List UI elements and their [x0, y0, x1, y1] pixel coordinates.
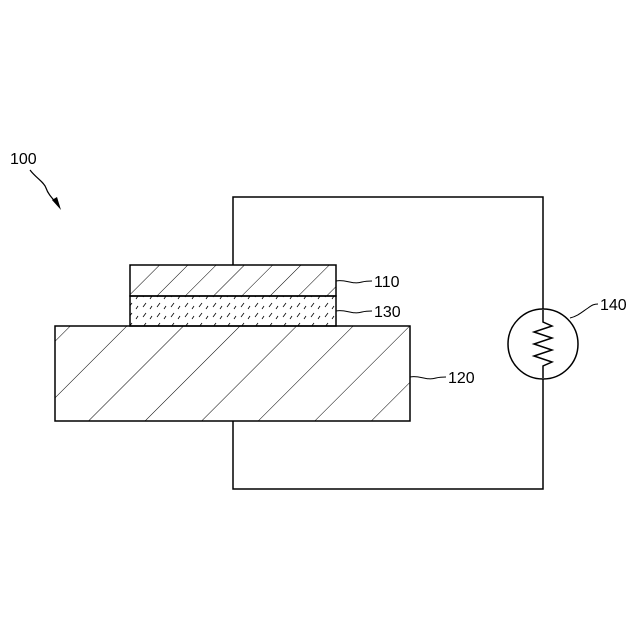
leader-line-120: [410, 377, 446, 379]
leader-line-130: [336, 311, 372, 313]
label-110: 110: [374, 274, 400, 291]
intermediate-layer-130: [130, 296, 336, 326]
label-100: 100: [10, 151, 37, 168]
label-120: 120: [448, 370, 475, 387]
label-140: 140: [600, 297, 627, 314]
top-layer-110: [130, 265, 336, 296]
leader-line-110: [336, 281, 372, 283]
label-130: 130: [374, 304, 401, 321]
leader-line-140: [570, 304, 598, 318]
substrate-120: [55, 326, 410, 421]
